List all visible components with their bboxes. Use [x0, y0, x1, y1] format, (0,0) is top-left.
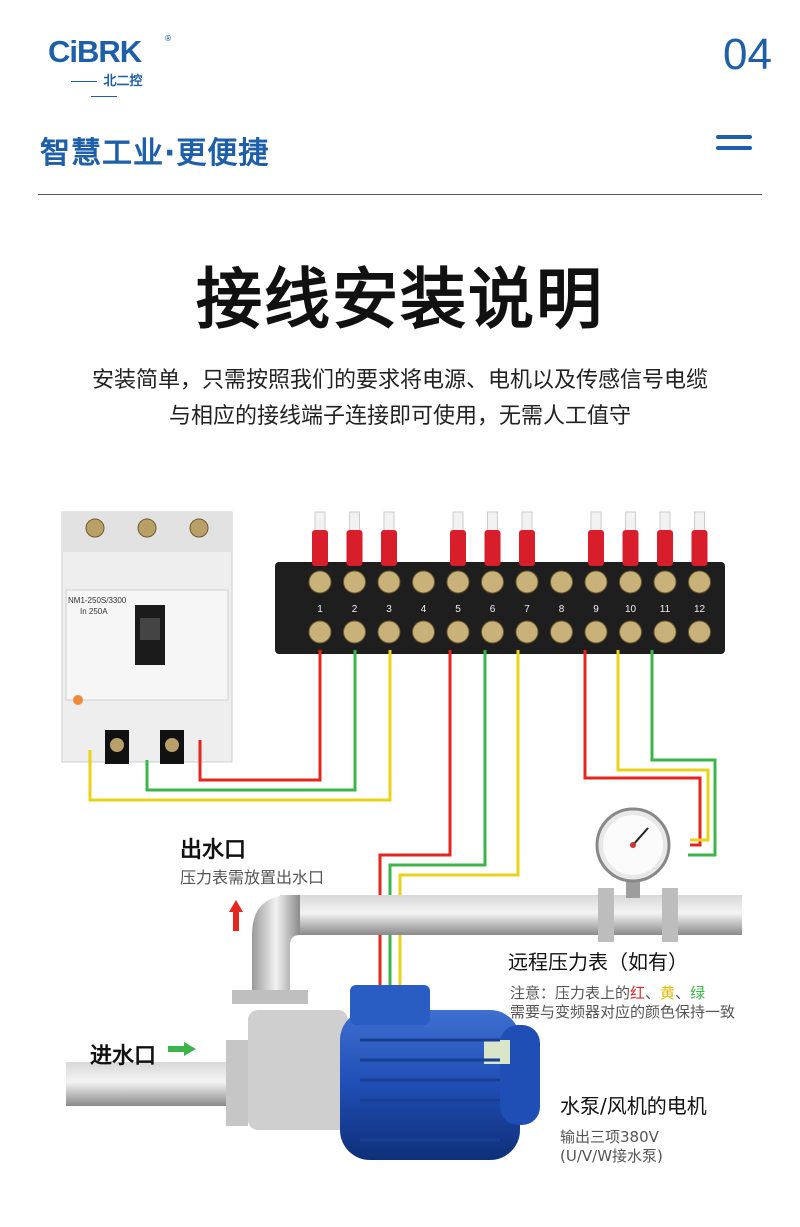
terminal-screw — [550, 620, 573, 644]
cable-sheath — [694, 511, 705, 533]
cable-lug — [450, 530, 466, 566]
inlet-arrow-icon — [168, 1042, 196, 1056]
cable-lug — [312, 530, 328, 566]
terminal-screw — [584, 570, 608, 594]
divider — [38, 194, 762, 195]
terminal-screw — [688, 570, 711, 594]
cable-sheath — [452, 511, 464, 533]
terminal-screw — [481, 570, 504, 594]
terminal-screw — [343, 570, 366, 594]
terminal-screw — [584, 620, 608, 644]
cable-sheath — [521, 511, 533, 533]
terminal-screw — [308, 570, 332, 594]
terminal-screw — [619, 570, 642, 594]
terminal-screw — [515, 570, 539, 594]
terminal-screw — [412, 620, 435, 644]
motor-note-line-2: (U/V/W接水泵) — [560, 1147, 663, 1165]
terminal-screw — [377, 620, 401, 644]
cable-lug — [657, 530, 673, 566]
cable-lug — [622, 530, 639, 566]
cable-sheath — [349, 511, 360, 533]
signal-cables — [312, 511, 708, 566]
terminal-number: 1 — [317, 604, 323, 615]
outlet-pipe — [232, 888, 742, 1004]
cable-lug — [588, 530, 604, 566]
terminal-screw — [412, 570, 435, 594]
terminal-number: 7 — [524, 604, 530, 615]
terminal-number: 4 — [421, 604, 427, 615]
gauge-note: 注意：压力表上的红、黄、绿 需要与变频器对应的颜色保持一致 — [510, 984, 735, 1022]
motor-note: 输出三项380V (U/V/W接水泵) — [560, 1128, 663, 1166]
terminal-screw — [481, 620, 504, 644]
gauge-note-yellow: 黄 — [660, 984, 676, 1002]
brand-logo[interactable]: CiBRK ® 北二控 — [48, 34, 178, 89]
gauge-label: 远程压力表（如有） — [508, 950, 688, 974]
cable-sheath — [625, 511, 636, 533]
page-number: 04 — [723, 30, 772, 79]
gauge-note-green: 绿 — [690, 984, 706, 1002]
gauge-note-line-2: 需要与变频器对应的颜色保持一致 — [510, 1003, 736, 1021]
terminal-screw — [653, 620, 677, 644]
terminal-number: 5 — [455, 604, 461, 615]
terminal-number: 9 — [593, 604, 599, 615]
pressure-gauge — [595, 807, 671, 898]
terminal-screw — [515, 620, 539, 644]
terminal-screw — [688, 620, 711, 644]
cable-lug — [691, 530, 708, 566]
registered-mark: ® — [164, 34, 172, 43]
outlet-note: 压力表需放置出水口 — [180, 868, 325, 887]
terminal-screw — [343, 620, 366, 644]
terminal-screw — [377, 570, 401, 594]
description-line-2: 与相应的接线端子连接即可使用，无需人工值守 — [168, 404, 631, 429]
gauge-note-prefix: 注意：压力表上的 — [510, 984, 631, 1002]
cable-lug — [346, 530, 363, 566]
description-line-1: 安装简单，只需按照我们的要求将电源、电机以及传感信号电缆 — [91, 368, 708, 393]
slogan: 智慧工业·更便捷 — [40, 136, 270, 171]
terminal-number: 3 — [386, 604, 392, 615]
breaker-rating: In 250A — [80, 607, 108, 616]
circuit-breaker — [61, 511, 233, 764]
gauge-note-red: 红 — [630, 984, 646, 1002]
cable-sheath — [487, 511, 498, 533]
inlet-pipe — [66, 1040, 266, 1126]
terminal-number: 11 — [660, 604, 671, 615]
terminal-number: 8 — [559, 604, 565, 615]
menu-icon[interactable] — [716, 135, 752, 155]
gauge-note-sep-2: 、 — [675, 984, 691, 1002]
outlet-arrow-icon — [229, 900, 243, 931]
terminal-number: 12 — [694, 604, 706, 615]
terminal-screw — [446, 570, 470, 594]
motor-note-line-1: 输出三项380V — [560, 1128, 659, 1146]
terminal-number: 6 — [490, 604, 496, 615]
breaker-model: NM1-250S/3300 — [68, 596, 127, 605]
terminal-number: 2 — [352, 604, 358, 615]
terminal-screw — [308, 620, 332, 644]
outlet-label: 出水口 — [180, 838, 247, 863]
terminal-number: 10 — [625, 604, 637, 615]
cable-sheath — [659, 511, 671, 533]
gauge-note-sep-1: 、 — [645, 984, 661, 1002]
terminal-screw — [619, 620, 642, 644]
terminal-screw — [550, 570, 573, 594]
terminal-screw — [653, 570, 677, 594]
logo-text: CiBRK — [48, 34, 142, 69]
pump-motor — [248, 985, 540, 1160]
inlet-label: 进水口 — [90, 1044, 157, 1069]
cable-lug — [381, 530, 397, 566]
logo-subtitle: 北二控 — [48, 70, 160, 104]
cable-lug — [484, 530, 501, 566]
cable-sheath — [590, 511, 602, 533]
cable-lug — [519, 530, 535, 566]
motor-label: 水泵/风机的电机 — [560, 1094, 707, 1118]
cable-sheath — [314, 511, 326, 533]
cable-sheath — [383, 511, 395, 533]
page-title: 接线安装说明 — [196, 261, 604, 338]
terminal-screw — [446, 620, 470, 644]
